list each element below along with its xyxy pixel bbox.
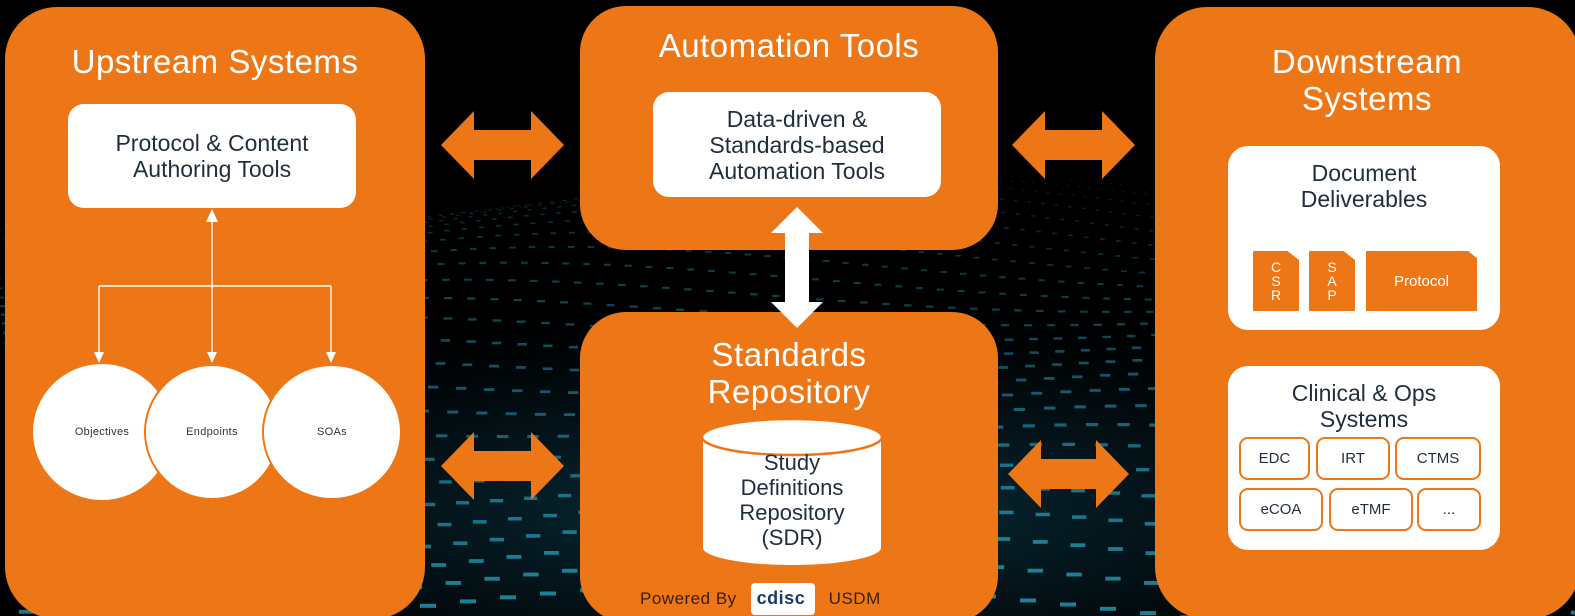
system-irt-label: IRT xyxy=(1341,450,1365,467)
system-ctms-label: CTMS xyxy=(1416,450,1460,467)
system-etmf-label: eTMF xyxy=(1351,501,1391,518)
authoring-tools-label: Protocol & Content Authoring Tools xyxy=(115,130,309,182)
system-more-label: ... xyxy=(1442,501,1456,518)
usdm-label: USDM xyxy=(828,589,881,608)
system-etmf: eTMF xyxy=(1329,488,1413,531)
endpoints-label: Endpoints xyxy=(186,426,238,438)
system-more: ... xyxy=(1417,488,1481,531)
upstream-systems-panel: Upstream Systems xyxy=(5,7,425,616)
powered-by-label: Powered By xyxy=(640,589,737,608)
cdisc-logo: cdisc xyxy=(750,583,815,615)
authoring-tools-box: Protocol & Content Authoring Tools xyxy=(68,104,356,208)
repository-title: Standards Repository xyxy=(707,336,871,410)
clinical-ops-title: Clinical & Ops Systems xyxy=(1291,380,1437,432)
csr-document-icon: C S R xyxy=(1253,251,1299,311)
sap-document-icon: S A P xyxy=(1309,251,1355,311)
objectives-circle: Objectives xyxy=(33,364,171,500)
automation-title: Automation Tools xyxy=(658,27,920,64)
soas-circle: SOAs xyxy=(262,364,402,500)
system-edc: EDC xyxy=(1239,437,1310,480)
sap-label: S A P xyxy=(1327,259,1337,303)
automation-tools-label: Data-driven & Standards-based Automation… xyxy=(708,105,885,184)
soas-label: SOAs xyxy=(317,426,347,438)
sdr-label: Study Definitions Repository (SDR) xyxy=(739,450,845,550)
system-ctms: CTMS xyxy=(1395,437,1481,480)
system-irt: IRT xyxy=(1316,437,1390,480)
upstream-title: Upstream Systems xyxy=(71,43,359,80)
downstream-title: Downstream Systems xyxy=(1271,43,1463,117)
system-ecoa: eCOA xyxy=(1239,488,1323,531)
endpoints-circle: Endpoints xyxy=(144,364,280,500)
document-deliverables-title: Document Deliverables xyxy=(1300,160,1428,212)
system-edc-label: EDC xyxy=(1258,450,1291,467)
protocol-label: Protocol xyxy=(1393,272,1450,290)
system-ecoa-label: eCOA xyxy=(1260,501,1302,518)
automation-tools-box: Data-driven & Standards-based Automation… xyxy=(653,92,941,197)
powered-by-line: Powered By cdisc USDM xyxy=(640,583,881,615)
protocol-document-icon: Protocol xyxy=(1366,251,1477,311)
objectives-label: Objectives xyxy=(74,426,130,438)
cdisc-logo-text: cdisc xyxy=(756,588,806,608)
csr-label: C S R xyxy=(1271,259,1282,303)
